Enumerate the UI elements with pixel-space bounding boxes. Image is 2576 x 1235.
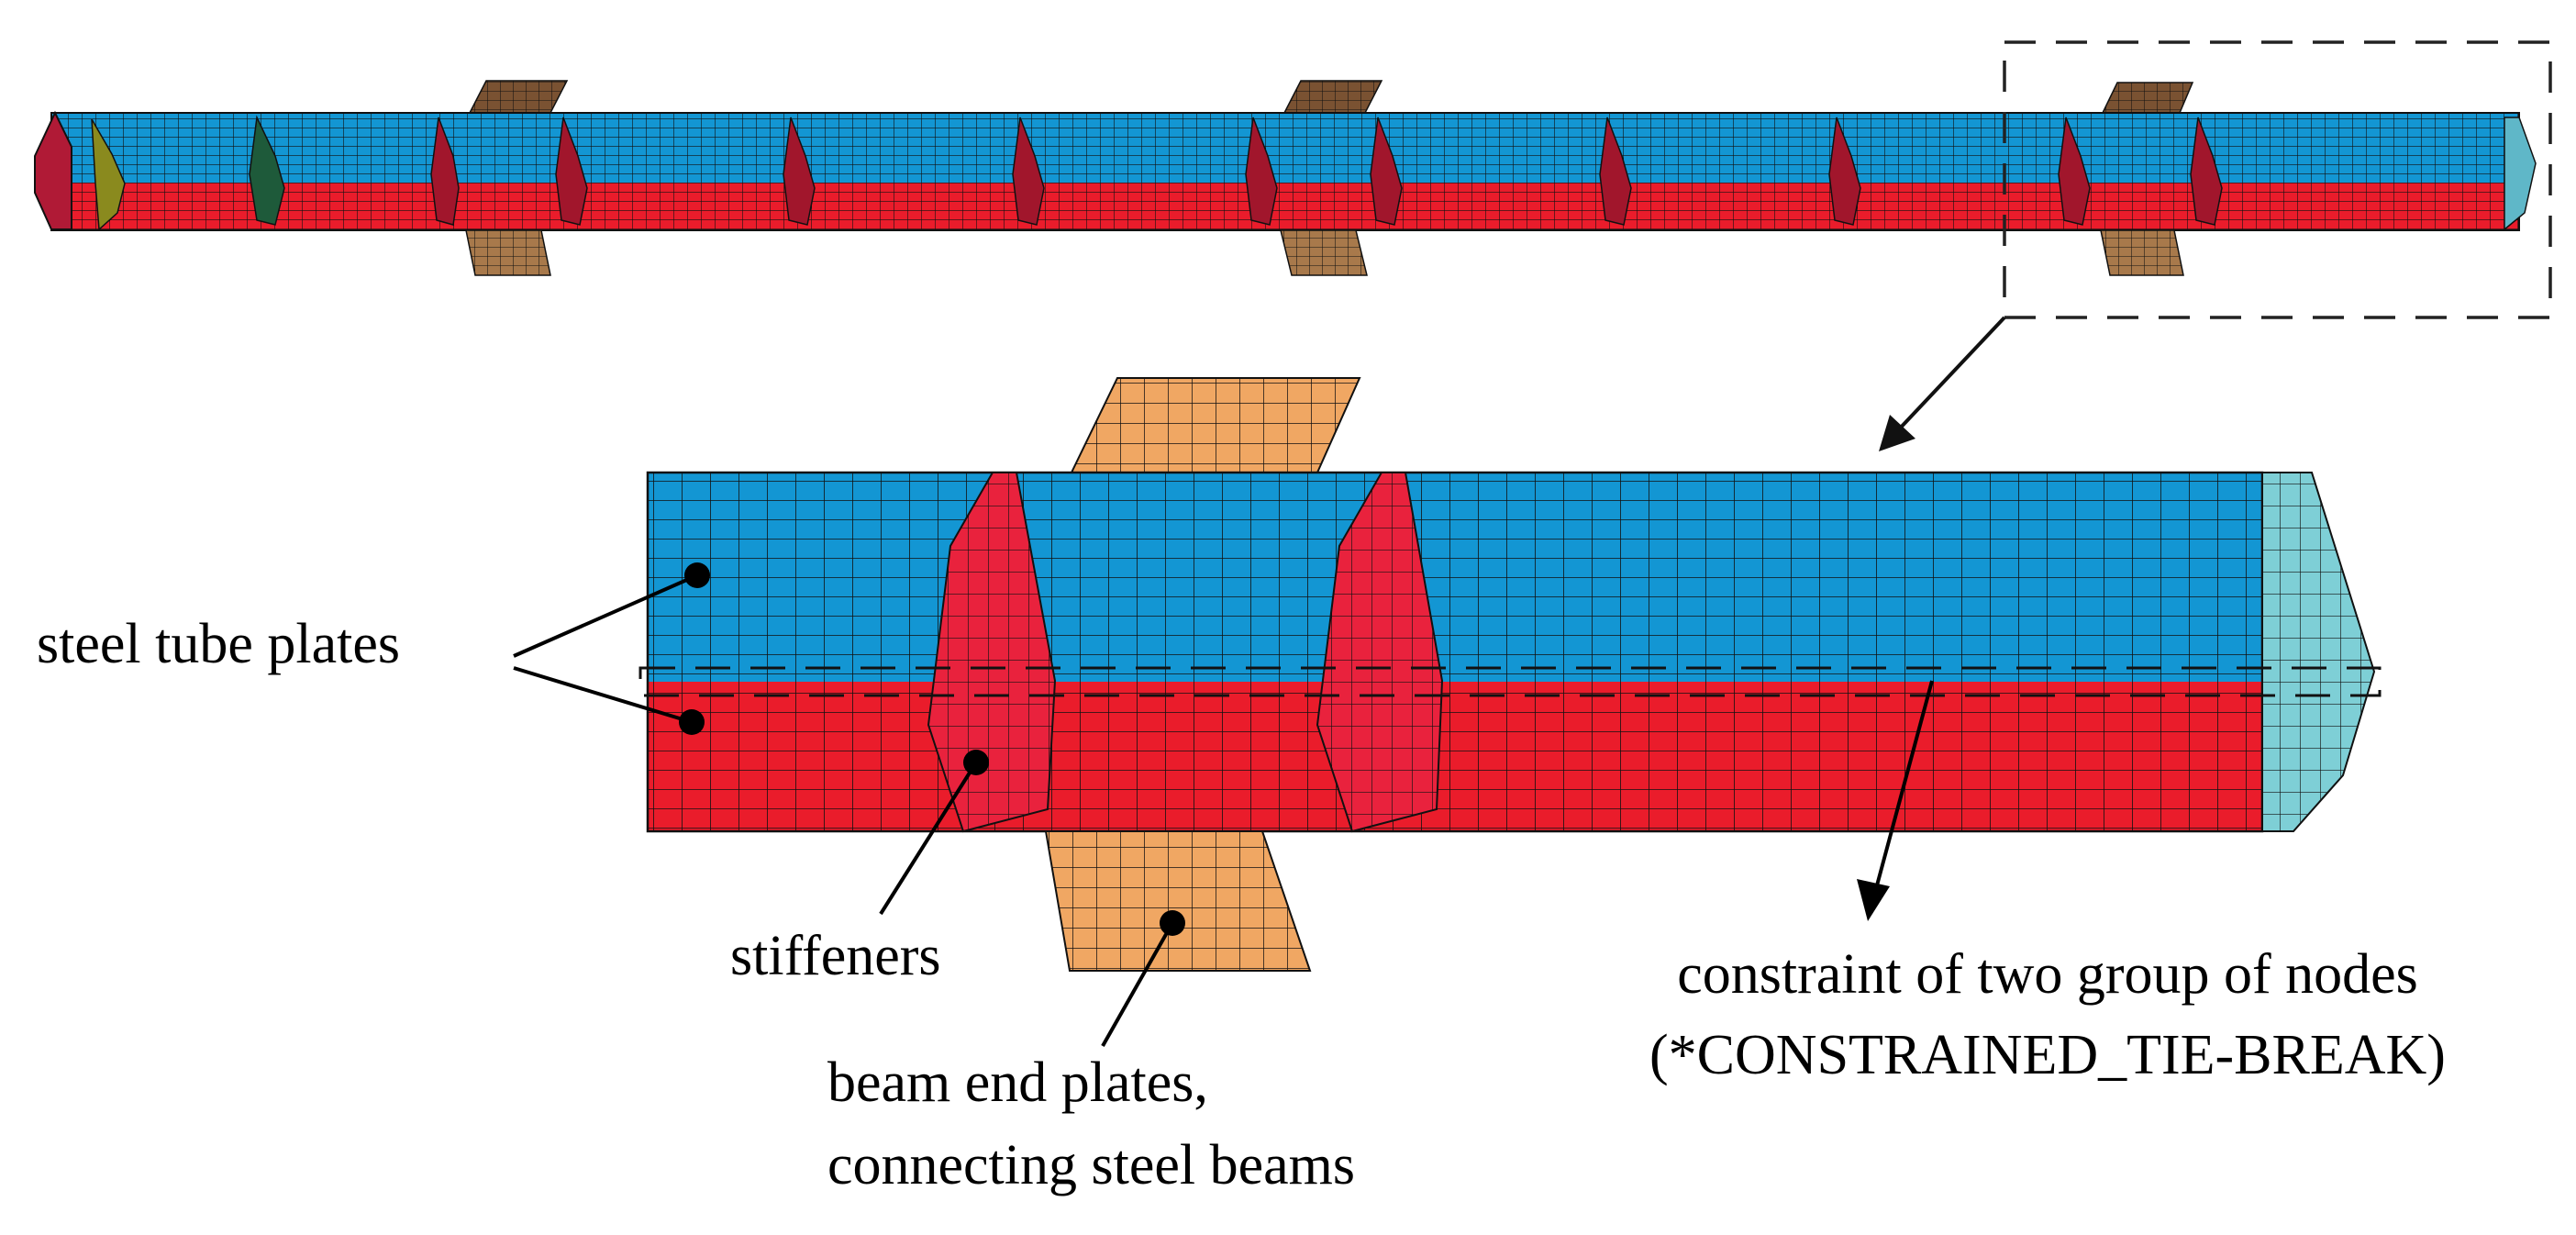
stiffeners-top-row — [430, 117, 2223, 226]
annotations: steel tube plates stiffeners beam end pl… — [37, 562, 2446, 1196]
label-steel-tube-plates: steel tube plates — [37, 613, 400, 675]
label-constraint-1: constraint of two group of nodes — [1677, 943, 2418, 1006]
label-constraint-2: (*CONSTRAINED_TIE-BREAK) — [1649, 1024, 2446, 1086]
beam-plates-upper — [468, 80, 2194, 114]
label-stiffeners: stiffeners — [730, 925, 941, 987]
right-end-cap — [2504, 117, 2537, 231]
full-column-model — [34, 40, 2552, 319]
detail-model — [638, 377, 2382, 972]
stiffener-olive — [91, 118, 126, 231]
zoom-arrow — [1879, 316, 2006, 451]
stiffener-green — [249, 115, 285, 226]
zoom-selection-box — [2003, 40, 2552, 319]
left-end-cap — [34, 110, 72, 230]
label-beam-end-plates-2: connecting steel beams — [827, 1134, 1355, 1196]
label-beam-end-plates-1: beam end plates, — [827, 1051, 1208, 1114]
tube-body — [50, 112, 2520, 231]
beam-plates-lower — [465, 229, 2184, 276]
